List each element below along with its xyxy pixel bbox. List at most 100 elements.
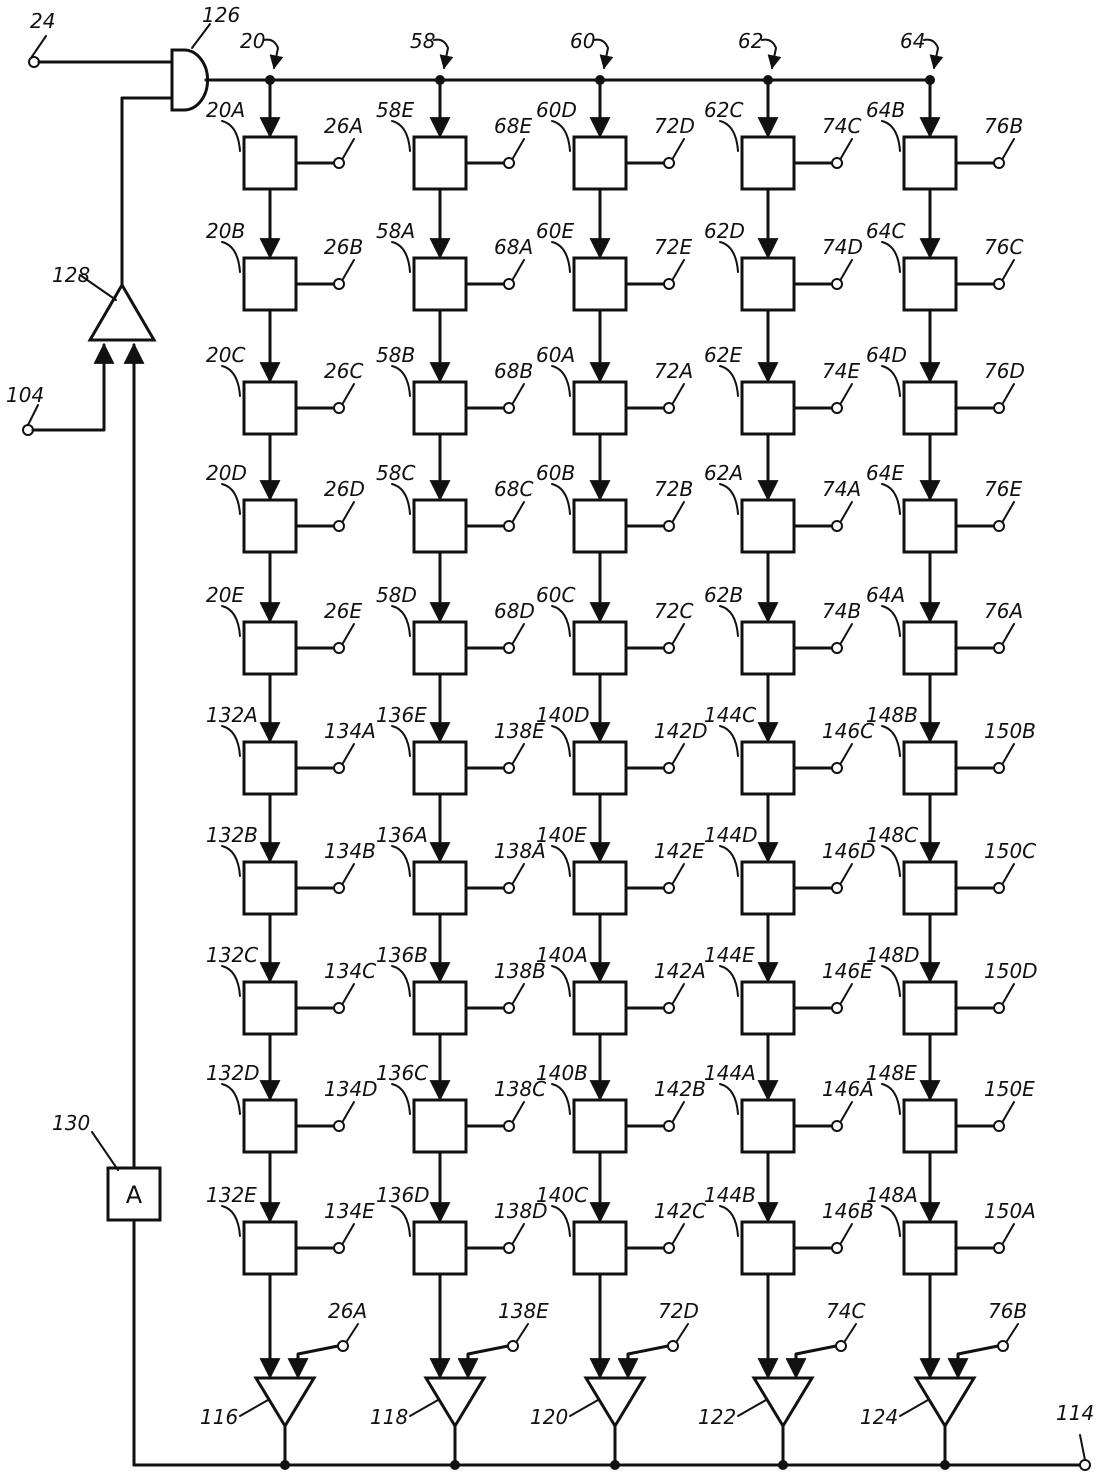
and-gate-126 bbox=[170, 48, 210, 112]
comparator-ref-terminal-116 bbox=[337, 1340, 349, 1352]
comparator-ref-wire-120 bbox=[617, 1344, 670, 1380]
tap-leader-72A bbox=[672, 383, 685, 404]
delay-cell-144E bbox=[740, 980, 796, 1036]
comparator-leader-122 bbox=[737, 1399, 767, 1417]
tap-terminal-150A bbox=[993, 1242, 1005, 1254]
tap-label-76D: 76D bbox=[984, 359, 1025, 383]
cell-label-140A: 140A bbox=[536, 943, 588, 967]
delay-cell-136B bbox=[412, 980, 468, 1036]
cell-leader-62D bbox=[719, 241, 739, 273]
input-24-label: 24 bbox=[30, 9, 55, 33]
delay-columns: 2020A26A20B26B20C26C20D26D20E26E132A134A… bbox=[200, 29, 1038, 1470]
tap-terminal-150D bbox=[993, 1002, 1005, 1014]
cell-label-144E: 144E bbox=[704, 943, 755, 967]
cell-leader-20C bbox=[221, 365, 241, 397]
tap-leader-74C bbox=[840, 138, 853, 159]
delay-cell-148E bbox=[902, 1098, 958, 1154]
output-114-label: 114 bbox=[1056, 1401, 1094, 1425]
delay-cell-62B bbox=[740, 620, 796, 676]
delay-cell-20B bbox=[242, 256, 298, 312]
cell-label-58A: 58A bbox=[376, 219, 415, 243]
tap-label-146C: 146C bbox=[822, 719, 874, 743]
tap-leader-68B bbox=[512, 383, 525, 404]
comparator-ref-terminal-122 bbox=[835, 1340, 847, 1352]
tap-label-76A: 76A bbox=[984, 599, 1023, 623]
tap-leader-74B bbox=[840, 623, 853, 644]
comparator-label-122: 122 bbox=[698, 1405, 736, 1429]
tap-terminal-72C bbox=[663, 642, 675, 654]
cell-leader-144D bbox=[719, 845, 739, 877]
tap-label-138D: 138D bbox=[494, 1199, 548, 1223]
delay-cell-64D bbox=[902, 380, 958, 436]
tap-leader-74A bbox=[840, 501, 853, 522]
amplifier-leader bbox=[79, 274, 117, 301]
cell-leader-132C bbox=[221, 965, 241, 997]
bottom-junction-118 bbox=[450, 1460, 460, 1470]
cell-label-62C: 62C bbox=[704, 98, 743, 122]
tap-leader-146C bbox=[840, 743, 853, 764]
tap-terminal-134E bbox=[333, 1242, 345, 1254]
tap-label-72E: 72E bbox=[654, 235, 692, 259]
cell-label-60C: 60C bbox=[536, 583, 575, 607]
tap-terminal-138E bbox=[503, 762, 515, 774]
cell-label-136C: 136C bbox=[376, 1061, 428, 1085]
tap-terminal-74C bbox=[831, 157, 843, 169]
cell-leader-60C bbox=[551, 605, 571, 637]
tap-label-74C: 74C bbox=[822, 114, 861, 138]
comparator-ref-wire-122 bbox=[785, 1344, 838, 1380]
cell-label-140B: 140B bbox=[536, 1061, 588, 1085]
tap-terminal-142B bbox=[663, 1120, 675, 1132]
cell-label-140E: 140E bbox=[536, 823, 587, 847]
cell-leader-60D bbox=[551, 120, 571, 152]
tap-terminal-138D bbox=[503, 1242, 515, 1254]
tap-leader-150C bbox=[1002, 863, 1015, 884]
cell-label-60A: 60A bbox=[536, 343, 575, 367]
tap-label-142D: 142D bbox=[654, 719, 708, 743]
delay-cell-60C bbox=[572, 620, 628, 676]
tap-label-142B: 142B bbox=[654, 1077, 706, 1101]
tap-label-134C: 134C bbox=[324, 959, 376, 983]
delay-cell-148D bbox=[902, 980, 958, 1036]
tap-terminal-76D bbox=[993, 402, 1005, 414]
comparator-116 bbox=[253, 1376, 317, 1429]
tap-label-74E: 74E bbox=[822, 359, 860, 383]
cell-label-140C: 140C bbox=[536, 1183, 588, 1207]
cell-label-148D: 148D bbox=[866, 943, 920, 967]
cell-leader-144C bbox=[719, 725, 739, 757]
cell-leader-20A bbox=[221, 120, 241, 152]
tap-terminal-142E bbox=[663, 882, 675, 894]
tap-leader-26C bbox=[342, 383, 355, 404]
cell-leader-144E bbox=[719, 965, 739, 997]
tap-label-74A: 74A bbox=[822, 477, 861, 501]
tap-leader-26B bbox=[342, 259, 355, 280]
delay-cell-64A bbox=[902, 620, 958, 676]
tap-label-134E: 134E bbox=[324, 1199, 375, 1223]
cell-label-20A: 20A bbox=[206, 98, 245, 122]
cell-label-132C: 132C bbox=[206, 943, 258, 967]
tap-leader-72B bbox=[672, 501, 685, 522]
tap-leader-76C bbox=[1002, 259, 1015, 280]
output-114-leader bbox=[1079, 1434, 1086, 1461]
tap-label-146B: 146B bbox=[822, 1199, 874, 1223]
delay-cell-136E bbox=[412, 740, 468, 796]
tap-leader-150D bbox=[1002, 983, 1015, 1004]
comparator-ref-leader-118 bbox=[516, 1323, 529, 1342]
tap-terminal-146C bbox=[831, 762, 843, 774]
delay-cell-60D bbox=[572, 135, 628, 191]
cell-label-60B: 60B bbox=[536, 461, 575, 485]
tap-terminal-68C bbox=[503, 520, 515, 532]
cell-leader-64B bbox=[881, 120, 901, 152]
delay-cell-136A bbox=[412, 860, 468, 916]
cell-leader-64D bbox=[881, 365, 901, 397]
tap-leader-142B bbox=[672, 1101, 685, 1122]
cell-label-144B: 144B bbox=[704, 1183, 756, 1207]
delay-cell-58D bbox=[412, 620, 468, 676]
cell-leader-62C bbox=[719, 120, 739, 152]
tap-label-72B: 72B bbox=[654, 477, 693, 501]
cell-label-136B: 136B bbox=[376, 943, 428, 967]
tap-label-68B: 68B bbox=[494, 359, 533, 383]
tap-terminal-26E bbox=[333, 642, 345, 654]
tap-label-150D: 150D bbox=[984, 959, 1038, 983]
tap-terminal-26C bbox=[333, 402, 345, 414]
tap-leader-138D bbox=[512, 1223, 525, 1244]
